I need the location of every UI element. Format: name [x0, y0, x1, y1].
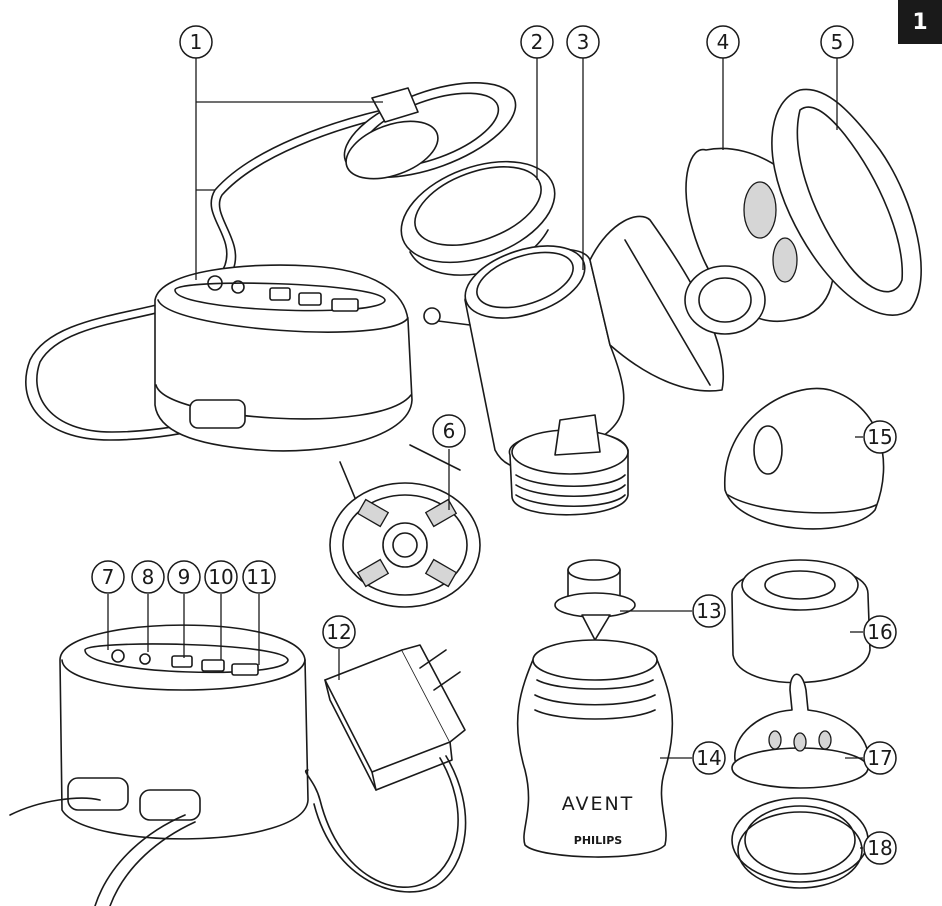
pump-body — [423, 215, 724, 470]
callout-4: 4 — [706, 25, 740, 59]
callout-17: 17 — [863, 741, 897, 775]
callout-16: 16 — [863, 615, 897, 649]
callout-7: 7 — [91, 560, 125, 594]
valve-insert — [554, 559, 636, 641]
callout-12: 12 — [322, 615, 356, 649]
svg-text:6: 6 — [443, 419, 456, 443]
svg-text:18: 18 — [867, 836, 892, 860]
svg-text:5: 5 — [831, 30, 844, 54]
svg-text:11: 11 — [246, 565, 271, 589]
motor-unit-bottom — [9, 624, 309, 906]
callout-1: 1 — [179, 25, 213, 59]
svg-text:17: 17 — [867, 746, 892, 770]
svg-text:14: 14 — [696, 746, 721, 770]
svg-text:13: 13 — [696, 599, 721, 623]
svg-text:8: 8 — [142, 565, 155, 589]
callout-10: 10 — [204, 560, 238, 594]
sealing-disc — [731, 797, 869, 889]
svg-text:1: 1 — [190, 30, 203, 54]
svg-text:3: 3 — [577, 30, 590, 54]
svg-text:7: 7 — [102, 565, 115, 589]
svg-text:15: 15 — [867, 425, 892, 449]
callout-6: 6 — [432, 414, 466, 448]
svg-text:16: 16 — [867, 620, 892, 644]
valve-detail-zoom — [329, 444, 481, 608]
callout-9: 9 — [167, 560, 201, 594]
svg-text:12: 12 — [326, 620, 351, 644]
silicone-diaphragm — [343, 82, 517, 180]
callout-13: 13 — [692, 594, 726, 628]
leader-lines — [107, 58, 863, 849]
callout-15: 15 — [863, 420, 897, 454]
petal-cover — [771, 88, 922, 316]
callout-14: 14 — [692, 741, 726, 775]
callout-11: 11 — [242, 560, 276, 594]
callout-5: 5 — [820, 25, 854, 59]
svg-text:9: 9 — [178, 565, 191, 589]
svg-text:2: 2 — [531, 30, 544, 54]
bottle-brand-text: AVENT — [562, 793, 635, 815]
protective-cover — [724, 387, 885, 530]
svg-text:4: 4 — [717, 30, 730, 54]
callout-2: 2 — [520, 25, 554, 59]
motor-unit-top — [25, 104, 413, 452]
svg-text:10: 10 — [208, 565, 233, 589]
callout-8: 8 — [131, 560, 165, 594]
bottle-adapter-ring — [508, 414, 629, 516]
page-number-tab: 1 — [898, 0, 942, 44]
screw-ring — [731, 559, 871, 684]
callout-18: 18 — [863, 831, 897, 865]
nipple-teat — [731, 673, 869, 789]
callout-3: 3 — [566, 25, 600, 59]
power-adapter — [305, 644, 467, 893]
feeding-bottle: AVENT PHILIPS — [516, 639, 674, 858]
bottle-maker-text: PHILIPS — [574, 834, 623, 847]
